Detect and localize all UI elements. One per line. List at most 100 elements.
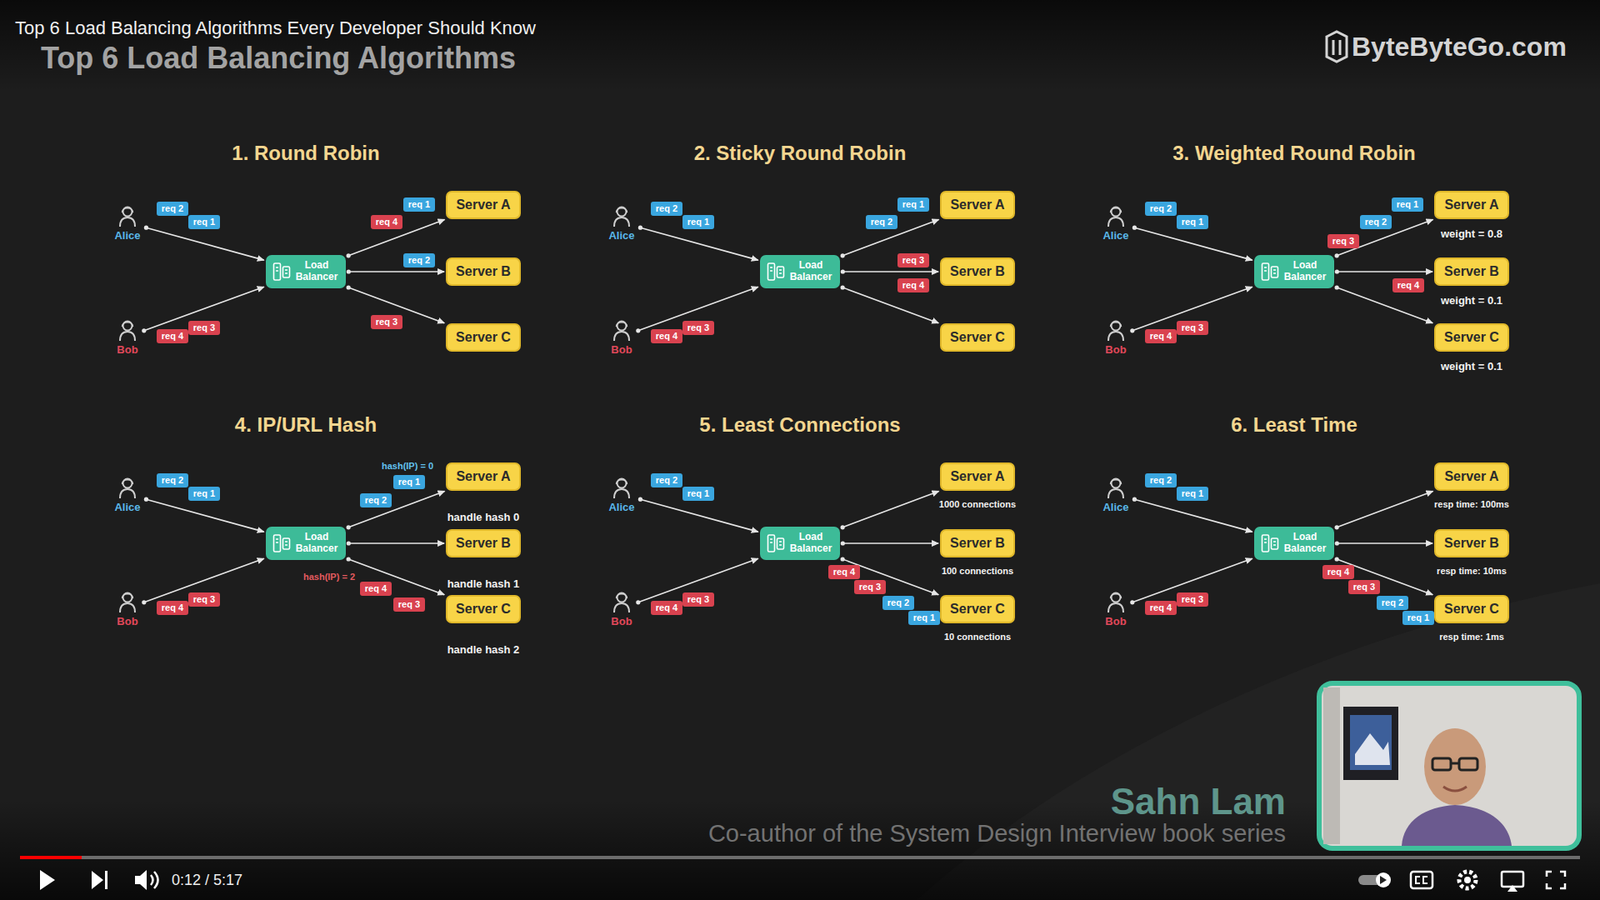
connector-line xyxy=(1336,287,1433,324)
server-name: Server B xyxy=(950,264,1005,280)
request-tag: req 2 xyxy=(882,595,915,610)
request-tag-holder: req 3 xyxy=(854,578,886,595)
request-tag-holder: req 1 xyxy=(1402,609,1435,625)
request-tag: req 3 xyxy=(1348,580,1380,595)
connector xyxy=(638,225,759,261)
request-tag-holder: req 4 xyxy=(1145,327,1177,344)
request-tag-holder: req 4 xyxy=(1392,276,1425,293)
connector-dot xyxy=(1335,540,1340,545)
person-headset xyxy=(122,321,134,326)
panel-heading-holder: 4. IP/URL Hash xyxy=(235,413,377,437)
request-tag-holder: req 3 xyxy=(1176,319,1209,335)
request-tag-holder: req 1 xyxy=(188,485,220,501)
server-name: Server A xyxy=(950,469,1005,485)
user-node: Bob xyxy=(113,590,142,628)
panel-heading-holder: 6. Least Time xyxy=(1230,413,1358,437)
request-tag: req 1 xyxy=(1176,486,1209,501)
presenter-webcam-part xyxy=(1343,706,1399,780)
person-icon xyxy=(116,590,139,614)
player-controls-part xyxy=(91,870,104,890)
connector xyxy=(346,269,445,274)
presenter-webcam-part xyxy=(1323,687,1340,845)
request-tag-holder: req 1 xyxy=(393,473,425,490)
title-holder: Top 6 Load Balancing Algorithms xyxy=(40,40,516,76)
balancer-label: Load Balancer xyxy=(1284,260,1327,284)
user-node: Bob xyxy=(1101,590,1130,628)
request-tag: req 4 xyxy=(828,565,860,580)
person-head xyxy=(616,206,626,216)
hash-note: hash(IP) = 2 xyxy=(303,571,355,582)
brand-logo: ByteByteGo.com xyxy=(1351,31,1567,62)
server-note-holder: handle hash 0 xyxy=(447,509,520,525)
person-icon xyxy=(1105,204,1127,228)
user-node: Bob xyxy=(113,318,142,356)
person-head xyxy=(617,592,627,602)
panel-heading-holder: 3. Weighted Round Robin xyxy=(1172,141,1416,165)
request-tag: req 2 xyxy=(650,201,683,216)
balancer-label: Load Balancer xyxy=(1284,531,1327,555)
connector-line xyxy=(640,499,758,532)
request-tag-holder: req 3 xyxy=(1327,232,1360,249)
request-tag-holder: req 3 xyxy=(393,595,425,612)
panel-heading: 1. Round Robin xyxy=(231,141,380,165)
presenter-name-holder: Sahn Lam xyxy=(1110,780,1286,823)
request-tag: req 2 xyxy=(156,473,189,488)
request-tag: req 3 xyxy=(897,253,930,268)
connector-line xyxy=(348,542,445,545)
balancer-icon-rack xyxy=(776,266,784,278)
server-note: 100 connections xyxy=(941,565,1014,576)
server-name: Server C xyxy=(950,330,1005,345)
presenter-webcam-part xyxy=(1401,805,1512,846)
person-headset xyxy=(1110,479,1121,484)
connector-dot xyxy=(346,269,351,274)
server-box: Server Aresp time: 100ms xyxy=(1434,462,1509,491)
player-controls-part xyxy=(1375,872,1391,888)
person-headset xyxy=(616,321,628,326)
person-body xyxy=(120,489,135,499)
person-head xyxy=(123,592,133,602)
server-box: Server B xyxy=(445,257,521,286)
server-note-holder: handle hash 1 xyxy=(447,575,520,591)
request-tag: req 3 xyxy=(370,315,403,330)
person-head xyxy=(1111,592,1121,602)
connector xyxy=(144,497,265,533)
balancer-icon-rack xyxy=(767,535,775,552)
server-note-holder: weight = 0.8 xyxy=(1440,225,1503,241)
connector-dot xyxy=(144,497,149,502)
person-headset xyxy=(1110,321,1122,326)
server-name: Server B xyxy=(1444,535,1500,551)
server-box: Server Cresp time: 1ms xyxy=(1434,595,1510,624)
balancer-label: Load Balancer xyxy=(790,260,833,284)
person-body xyxy=(1108,489,1124,499)
request-tag: req 1 xyxy=(682,486,715,501)
balancer-icon-rack xyxy=(273,263,280,280)
server-box: Server Ahandle hash 0 xyxy=(445,462,520,491)
player-controls-part xyxy=(135,870,147,890)
request-tag: req 2 xyxy=(865,215,898,230)
presenter-webcam-part xyxy=(1432,758,1451,770)
panel-heading: 2. Sticky Round Robin xyxy=(694,141,907,165)
connector-line xyxy=(348,559,445,595)
person-body xyxy=(1108,217,1124,227)
person-icon xyxy=(116,318,139,342)
user-node: Bob xyxy=(607,318,636,356)
request-tag: req 1 xyxy=(188,215,220,230)
person-head xyxy=(616,478,626,488)
server-box: Server B xyxy=(940,257,1015,286)
player-controls xyxy=(40,870,1565,892)
balancer-icon-lines xyxy=(1264,267,1276,274)
balancer-icon xyxy=(272,261,291,282)
connector-line xyxy=(145,499,264,532)
person-icon xyxy=(610,318,633,342)
player-controls-part xyxy=(1415,876,1428,884)
connector-dot xyxy=(635,328,640,333)
request-tag-holder: req 3 xyxy=(682,319,715,335)
person-icon xyxy=(116,475,139,500)
balancer-icon-lines xyxy=(770,539,782,545)
request-tag-holder: req 2 xyxy=(1376,594,1409,610)
connector xyxy=(346,556,445,595)
person-body xyxy=(614,331,630,341)
connector xyxy=(1132,225,1253,261)
